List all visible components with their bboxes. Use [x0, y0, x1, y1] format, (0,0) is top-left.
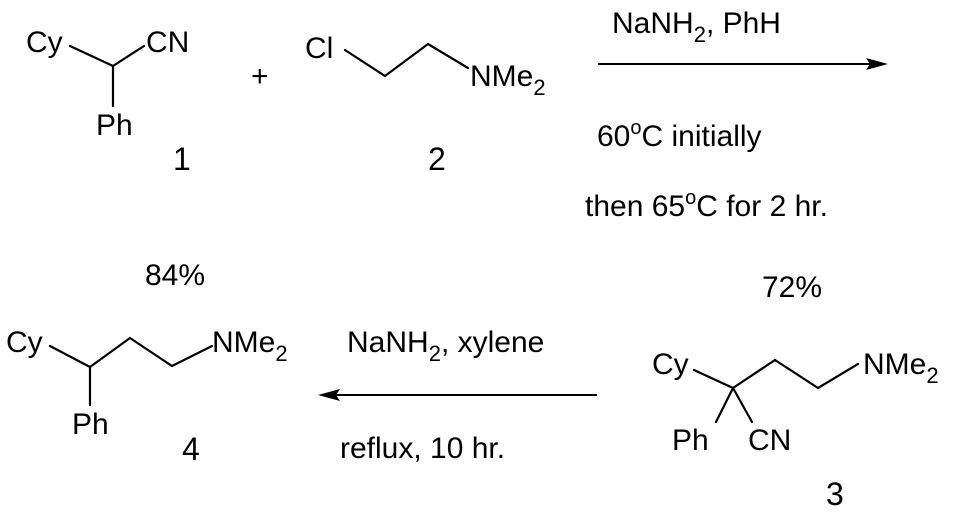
compound-1-bond-cy: [68, 44, 115, 68]
step-2-reagent-main: NaNH: [347, 326, 429, 359]
compound-4-ph-label: Ph: [72, 408, 109, 441]
compound-4-number: 4: [182, 431, 200, 467]
compound-2-amine-label: NMe2: [470, 60, 546, 100]
compound-1: Cy CN Ph 1: [26, 26, 191, 177]
step-1-condition-2-head: then 65: [585, 190, 685, 223]
compound-4-bond-1: [88, 336, 132, 369]
compound-3-amine-label: NMe2: [863, 348, 939, 388]
compound-3-bond-cy: [692, 368, 735, 390]
step-1-condition-2-tail: C for 2 hr.: [696, 190, 828, 223]
compound-2-amine-subscript: 2: [533, 75, 545, 100]
step-1-reagent-subscript: 2: [694, 22, 706, 47]
compound-3-bond-ph: [714, 386, 735, 424]
step-1-reagent-main: NaNH: [612, 7, 694, 40]
compound-3-bond-cn: [731, 386, 754, 424]
compound-4-bond-cy: [48, 344, 92, 369]
compound-3-ph-label: Ph: [672, 424, 709, 457]
compound-3-bond-3: [816, 362, 860, 390]
plus-sign: +: [251, 60, 269, 93]
step-2-reagent-tail: , xylene: [441, 326, 544, 359]
compound-4-amine-label: NMe2: [212, 326, 288, 366]
compound-2-cl-label: Cl: [305, 32, 333, 65]
step-1-arrow-head: [866, 58, 888, 70]
compound-2-bond-2: [383, 42, 430, 78]
compound-2-number: 2: [428, 141, 446, 177]
step-2-reagent: NaNH2, xylene: [347, 326, 544, 366]
compound-4-bond-2: [128, 336, 174, 368]
compound-1-bond-cn: [111, 44, 146, 68]
compound-1-cy-label: Cy: [26, 26, 63, 59]
compound-1-ph-label: Ph: [96, 109, 133, 142]
compound-4-bond-3: [170, 344, 214, 368]
step-1: NaNH2, PhH 60oC initially then 65oC for …: [585, 7, 888, 304]
step-1-condition-2-degree: o: [685, 187, 696, 209]
compound-4: Cy Ph NMe2 4: [6, 326, 288, 467]
step-1-condition-2: then 65oC for 2 hr.: [585, 187, 828, 223]
step-1-condition-1-tail: C initially: [642, 120, 762, 153]
compound-3-cn-label: CN: [748, 424, 791, 457]
compound-3-cy-label: Cy: [652, 348, 689, 381]
compound-2: Cl NMe2 2: [305, 32, 546, 177]
step-1-reagent-tail: , PhH: [706, 7, 781, 40]
compound-3-number: 3: [826, 476, 844, 512]
step-2: 84% NaNH2, xylene reflux, 10 hr.: [145, 259, 597, 465]
compound-2-bond-1: [343, 48, 387, 78]
compound-3-bond-1: [731, 358, 777, 390]
step-2-yield: 84%: [145, 259, 205, 292]
compound-3-amine-subscript: 2: [926, 363, 938, 388]
compound-1-number: 1: [173, 141, 191, 177]
step-1-reagent: NaNH2, PhH: [612, 7, 781, 47]
compound-2-amine-main: NMe: [470, 60, 533, 93]
step-1-condition-1-value: 60: [597, 120, 630, 153]
compound-3-amine-main: NMe: [863, 348, 926, 381]
step-1-condition-1: 60oC initially: [597, 117, 762, 153]
compound-3-bond-2: [773, 358, 820, 390]
compound-1-cn-label: CN: [146, 26, 189, 59]
step-2-reagent-subscript: 2: [429, 341, 441, 366]
step-2-arrow-head: [318, 389, 340, 401]
compound-2-bond-3: [426, 42, 470, 70]
compound-4-cy-label: Cy: [6, 326, 43, 359]
step-1-yield: 72%: [762, 271, 822, 304]
compound-3: Cy NMe2 Ph CN 3: [652, 348, 939, 512]
compound-4-amine-main: NMe: [212, 326, 275, 359]
compound-4-amine-subscript: 2: [275, 341, 287, 366]
step-1-condition-1-degree: o: [630, 117, 641, 139]
step-2-conditions: reflux, 10 hr.: [340, 432, 505, 465]
